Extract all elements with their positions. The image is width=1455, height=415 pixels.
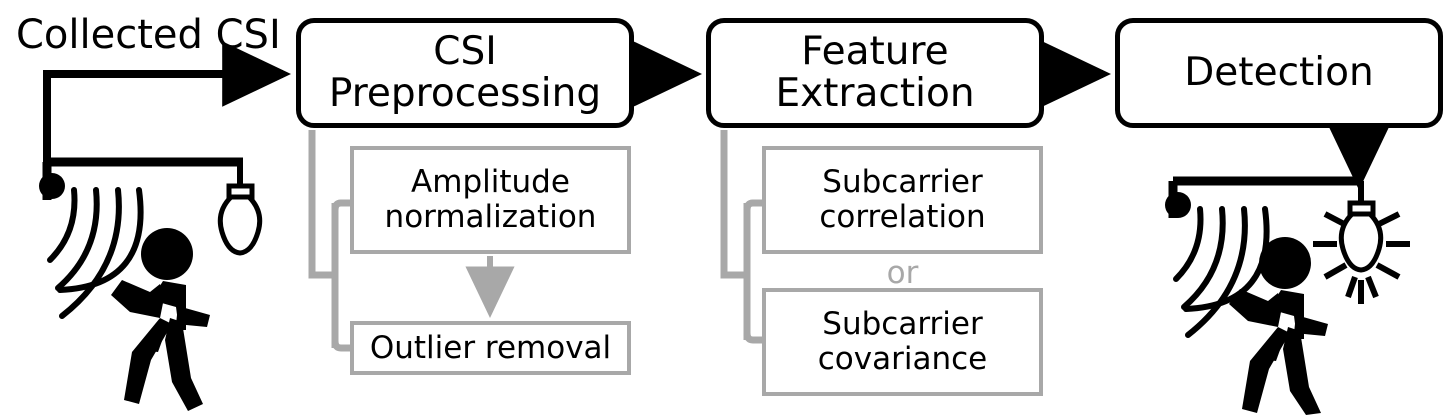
- connector-collected-csi: [43, 41, 292, 163]
- wifi-emitter-icon: [1165, 192, 1191, 218]
- stage-box-csi-preprocessing[interactable]: CSI Preprocessing: [296, 18, 634, 128]
- wifi-emitter-icon: [39, 173, 65, 199]
- light-bulb-on-icon: [1313, 181, 1410, 304]
- substep-box-subcarrier-correlation[interactable]: Subcarrier correlation: [762, 146, 1043, 254]
- substep-box-subcarrier-covariance[interactable]: Subcarrier covariance: [762, 288, 1043, 396]
- substep-box-amplitude-normalization[interactable]: Amplitude normalization: [350, 146, 631, 254]
- substep-label-subcarrier-correlation: Subcarrier correlation: [819, 164, 986, 235]
- bracket-preprocessing-substeps: [308, 130, 352, 352]
- substep-label-subcarrier-covariance: Subcarrier covariance: [817, 306, 988, 377]
- or-connector-label: or: [886, 255, 919, 291]
- wave-arcs-icon: [1173, 206, 1270, 338]
- light-bulb-off-icon: [217, 162, 263, 256]
- wave-arcs-icon: [47, 187, 144, 319]
- stage-label-csi-preprocessing: CSI Preprocessing: [328, 28, 602, 116]
- stage-box-detection[interactable]: Detection: [1115, 18, 1443, 128]
- scene-right-light-on: [1165, 176, 1410, 415]
- substep-label-amplitude-normalization: Amplitude normalization: [384, 164, 597, 235]
- stage-label-detection: Detection: [1184, 49, 1374, 95]
- walking-person-icon: [1229, 237, 1328, 415]
- substep-box-outlier-removal[interactable]: Outlier removal: [350, 321, 631, 375]
- scene-left-light-off: [39, 157, 263, 411]
- collected-csi-label: Collected CSI: [16, 12, 281, 58]
- substep-label-outlier-removal: Outlier removal: [369, 329, 612, 366]
- stage-label-feature-extraction: Feature Extraction: [775, 28, 975, 116]
- bracket-feature-substeps: [720, 130, 764, 344]
- walking-person-icon: [111, 228, 210, 411]
- stage-box-feature-extraction[interactable]: Feature Extraction: [706, 18, 1044, 128]
